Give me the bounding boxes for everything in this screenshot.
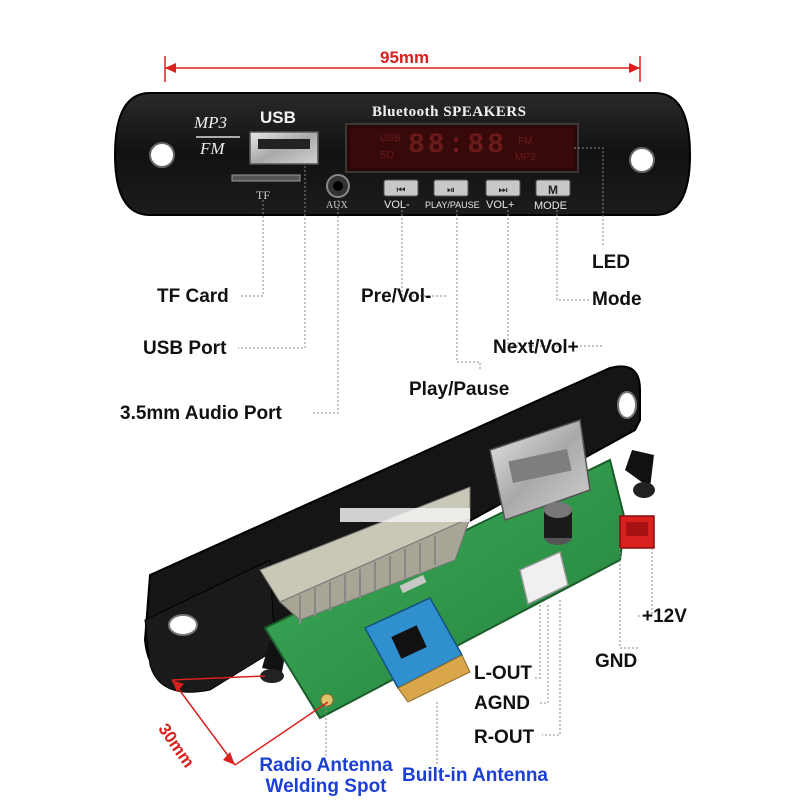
display-title: Bluetooth SPEAKERS bbox=[372, 104, 527, 120]
callout-agnd: AGND bbox=[474, 693, 530, 714]
width-dimension bbox=[164, 56, 641, 82]
next-icon: ⏭ bbox=[499, 185, 508, 196]
screw-hole-right bbox=[629, 147, 655, 173]
display-tag-sd: SD bbox=[380, 150, 394, 161]
led-display bbox=[345, 123, 579, 173]
usb-label: USB bbox=[260, 108, 296, 127]
mode-icon: M bbox=[548, 183, 558, 197]
display-tag-mp3: MP3 bbox=[515, 152, 536, 163]
callout-plus-12v: +12V bbox=[642, 606, 687, 627]
display-tag-usb: USB bbox=[380, 133, 401, 144]
panel-buttons: ⏮ ⏯ ⏭ M bbox=[383, 179, 571, 197]
brand-mp3: MP3 bbox=[194, 113, 228, 132]
front-panel: ⏮ ⏯ ⏭ M bbox=[113, 92, 692, 216]
tf-label: TF bbox=[256, 188, 271, 202]
callout-next-vol: Next/Vol+ bbox=[493, 337, 579, 358]
callout-radio-antenna: Radio Antenna Welding Spot bbox=[241, 756, 411, 796]
vol-plus-key bbox=[485, 179, 521, 197]
callout-led: LED bbox=[592, 252, 630, 273]
callout-play-pause: Play/Pause bbox=[409, 379, 510, 400]
callout-usb-port: USB Port bbox=[143, 338, 227, 359]
callout-mode: Mode bbox=[592, 289, 642, 310]
vol-minus-key bbox=[383, 179, 419, 197]
callout-pre-vol: Pre/Vol- bbox=[361, 286, 432, 307]
top-leader-lines bbox=[238, 147, 604, 414]
callout-audio-port: 3.5mm Audio Port bbox=[120, 403, 282, 424]
play-pause-key bbox=[433, 179, 469, 197]
callout-gnd: GND bbox=[595, 651, 638, 672]
btn-label-play-pause: PLAY/PAUSE bbox=[425, 200, 480, 210]
callout-builtin-antenna: Built-in Antenna bbox=[402, 765, 548, 786]
usb-port bbox=[249, 131, 319, 165]
display-tag-fm: FM bbox=[518, 136, 533, 147]
play-pause-icon: ⏯ bbox=[447, 185, 455, 196]
callout-r-out: R-OUT bbox=[474, 727, 535, 748]
callout-l-out: L-OUT bbox=[474, 663, 533, 684]
brand-fm: FM bbox=[200, 139, 225, 158]
callout-radio-antenna-line2: Welding Spot bbox=[265, 776, 387, 797]
btn-label-vol-minus: VOL- bbox=[384, 199, 410, 211]
pcb-assembly bbox=[143, 365, 655, 720]
tf-slot bbox=[231, 174, 301, 182]
display-digits: 88:88 bbox=[408, 130, 508, 161]
btn-label-mode: MODE bbox=[534, 200, 567, 212]
callout-radio-antenna-line1: Radio Antenna bbox=[259, 755, 393, 776]
screw-hole-left bbox=[149, 142, 175, 168]
width-dimension-label: 95mm bbox=[380, 48, 430, 67]
aux-jack bbox=[326, 174, 350, 198]
aux-label: AUX bbox=[326, 200, 348, 211]
height-dimension bbox=[171, 675, 329, 766]
btn-label-vol-plus: VOL+ bbox=[486, 199, 515, 211]
bottom-leader-lines bbox=[325, 548, 653, 764]
prev-icon: ⏮ bbox=[397, 185, 406, 196]
mode-key bbox=[535, 179, 571, 197]
callout-tf-card: TF Card bbox=[157, 286, 229, 307]
